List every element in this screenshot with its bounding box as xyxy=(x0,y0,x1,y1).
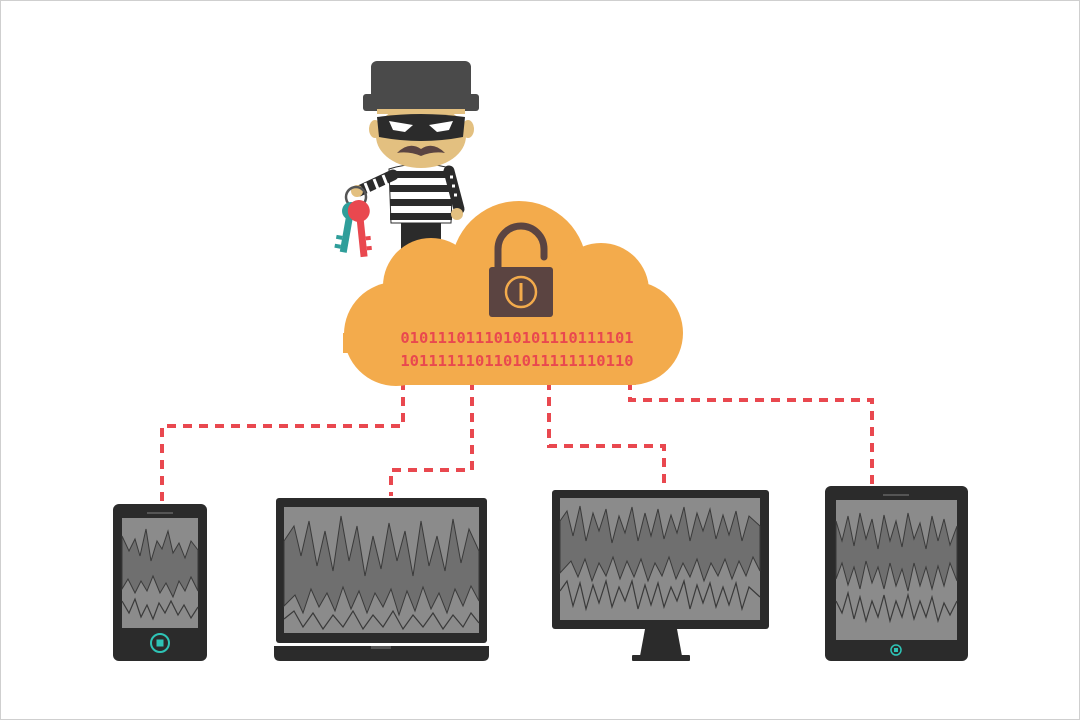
network-connectors xyxy=(160,381,874,506)
keys-icon xyxy=(334,185,372,258)
cloud-icon xyxy=(343,201,683,386)
laptop-icon xyxy=(274,498,489,661)
thief-right-arm xyxy=(443,165,465,220)
monitor-stand xyxy=(640,629,682,656)
tablet-icon xyxy=(825,486,968,661)
open-padlock-icon xyxy=(489,222,553,317)
thief-mask xyxy=(377,114,465,141)
phone-home-button xyxy=(150,633,170,653)
thief-icon xyxy=(334,61,479,258)
desktop-monitor-icon xyxy=(552,490,769,661)
connector-laptop xyxy=(389,381,474,496)
laptop-base xyxy=(274,646,489,661)
binary-line-2: 1011111101101011111110110 xyxy=(400,352,633,370)
thief-shirt xyxy=(388,163,454,224)
thief-moustache xyxy=(397,145,445,156)
connector-phone xyxy=(160,381,405,506)
thief-eye-left xyxy=(389,121,413,132)
thief-ear-right xyxy=(462,120,474,138)
binary-line-1: 0101110111010101110111101 xyxy=(400,329,633,347)
connector-tablet xyxy=(628,381,874,486)
tablet-home-button xyxy=(890,644,902,656)
thief-hat xyxy=(363,61,479,114)
connector-monitor xyxy=(547,381,666,491)
thief-eye-right xyxy=(429,121,453,132)
smartphone-icon xyxy=(113,504,207,661)
